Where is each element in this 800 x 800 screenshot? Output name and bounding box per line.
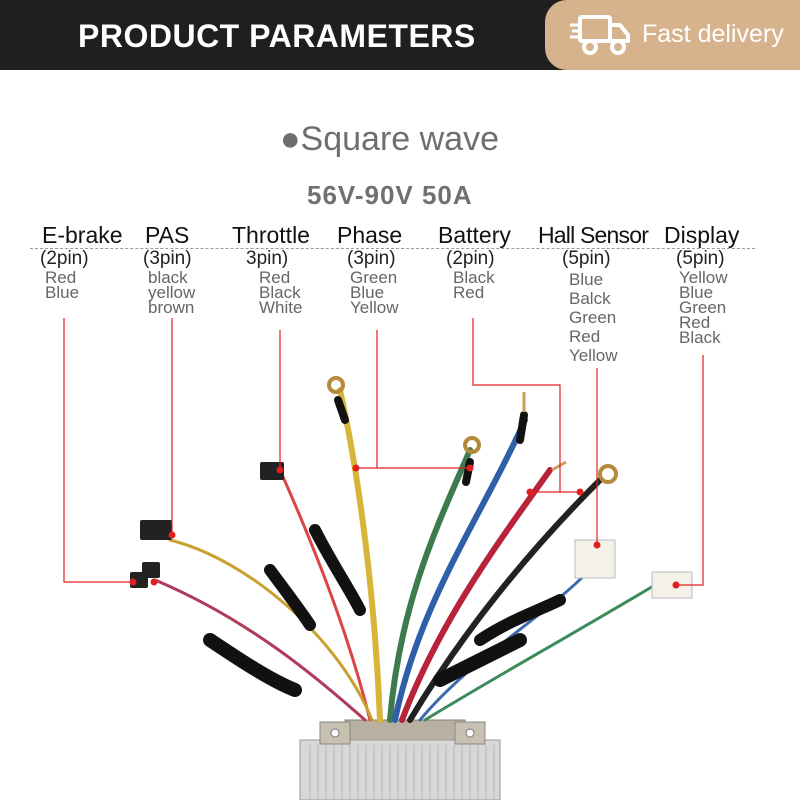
delivery-truck-icon — [570, 15, 630, 55]
connector-pins: (3pin) — [347, 248, 396, 269]
wire-label: Red — [259, 268, 291, 287]
wire-label: Green — [350, 268, 398, 287]
controller-housing — [299, 719, 501, 800]
wire-label: Black — [679, 328, 721, 347]
connector-phase: Phase (3pin) Green Blue Yellow — [337, 222, 403, 317]
wire-label: brown — [148, 298, 195, 317]
connector-pins: (5pin) — [676, 248, 725, 269]
wire-label: Black — [259, 283, 301, 302]
wire-label: Green — [569, 308, 617, 327]
wire-label: black — [148, 268, 188, 287]
fast-delivery-badge: Fast delivery — [545, 0, 800, 70]
connector-name: Throttle — [232, 222, 310, 248]
wire-label: White — [259, 298, 303, 317]
connector-name: Phase — [337, 222, 403, 248]
wire-label: Blue — [350, 283, 385, 302]
connector-ebrake: E-brake (2pin) Red Blue — [40, 222, 123, 302]
page-title: PRODUCT PARAMETERS — [78, 18, 476, 54]
wire-label: Red — [569, 327, 601, 346]
wire-label: Yellow — [569, 346, 618, 365]
connector-throttle: Throttle 3pin) Red Black White — [232, 222, 310, 317]
leader-lines — [63, 318, 704, 586]
header-divider — [30, 248, 755, 249]
voltage-rating: 56V-90V 50A — [307, 180, 473, 210]
leader-dots — [129, 464, 680, 589]
connector-pins: (3pin) — [143, 248, 192, 269]
connector-pins: (2pin) — [40, 248, 89, 269]
connector-name: Battery — [438, 222, 511, 248]
wire-label: Yellow — [350, 298, 399, 317]
connector-display: Display (5pin) Yellow Blue Green Red Bla… — [664, 222, 740, 347]
wire-label: Balck — [569, 289, 611, 308]
wave-type-subtitle: ●Square wave — [280, 120, 499, 158]
wire-label: Green — [679, 298, 727, 317]
connector-name: E-brake — [42, 222, 123, 248]
wire-bundle — [153, 387, 657, 723]
connector-pins: (2pin) — [446, 248, 495, 269]
connector-name: PAS — [145, 222, 190, 248]
connector-pins: 3pin) — [246, 248, 289, 269]
wire-label: Red — [679, 313, 711, 332]
wire-label: Blue — [45, 283, 80, 302]
wire-label: Red — [45, 268, 77, 287]
wire-label: Red — [453, 283, 485, 302]
connector-battery: Battery (2pin) Black Red — [438, 222, 511, 302]
wire-label: yellow — [148, 283, 196, 302]
fast-delivery-label: Fast delivery — [642, 20, 784, 48]
connector-name: Display — [664, 222, 740, 248]
connector-hall-sensor: Hall Sensor (5pin) Blue Balck Green Red … — [538, 222, 649, 365]
wire-label: Yellow — [679, 268, 728, 287]
connector-pins: (5pin) — [562, 248, 611, 269]
wire-label: Blue — [569, 270, 604, 289]
terminal-rings — [327, 376, 618, 484]
header-bar: PRODUCT PARAMETERS Fast delivery — [0, 0, 800, 70]
connector-name: Hall Sensor — [538, 222, 649, 248]
plug-connectors — [130, 462, 693, 599]
wire-label: Black — [453, 268, 495, 287]
wire-label: Blue — [679, 283, 714, 302]
connector-pas: PAS (3pin) black yellow brown — [143, 222, 196, 317]
